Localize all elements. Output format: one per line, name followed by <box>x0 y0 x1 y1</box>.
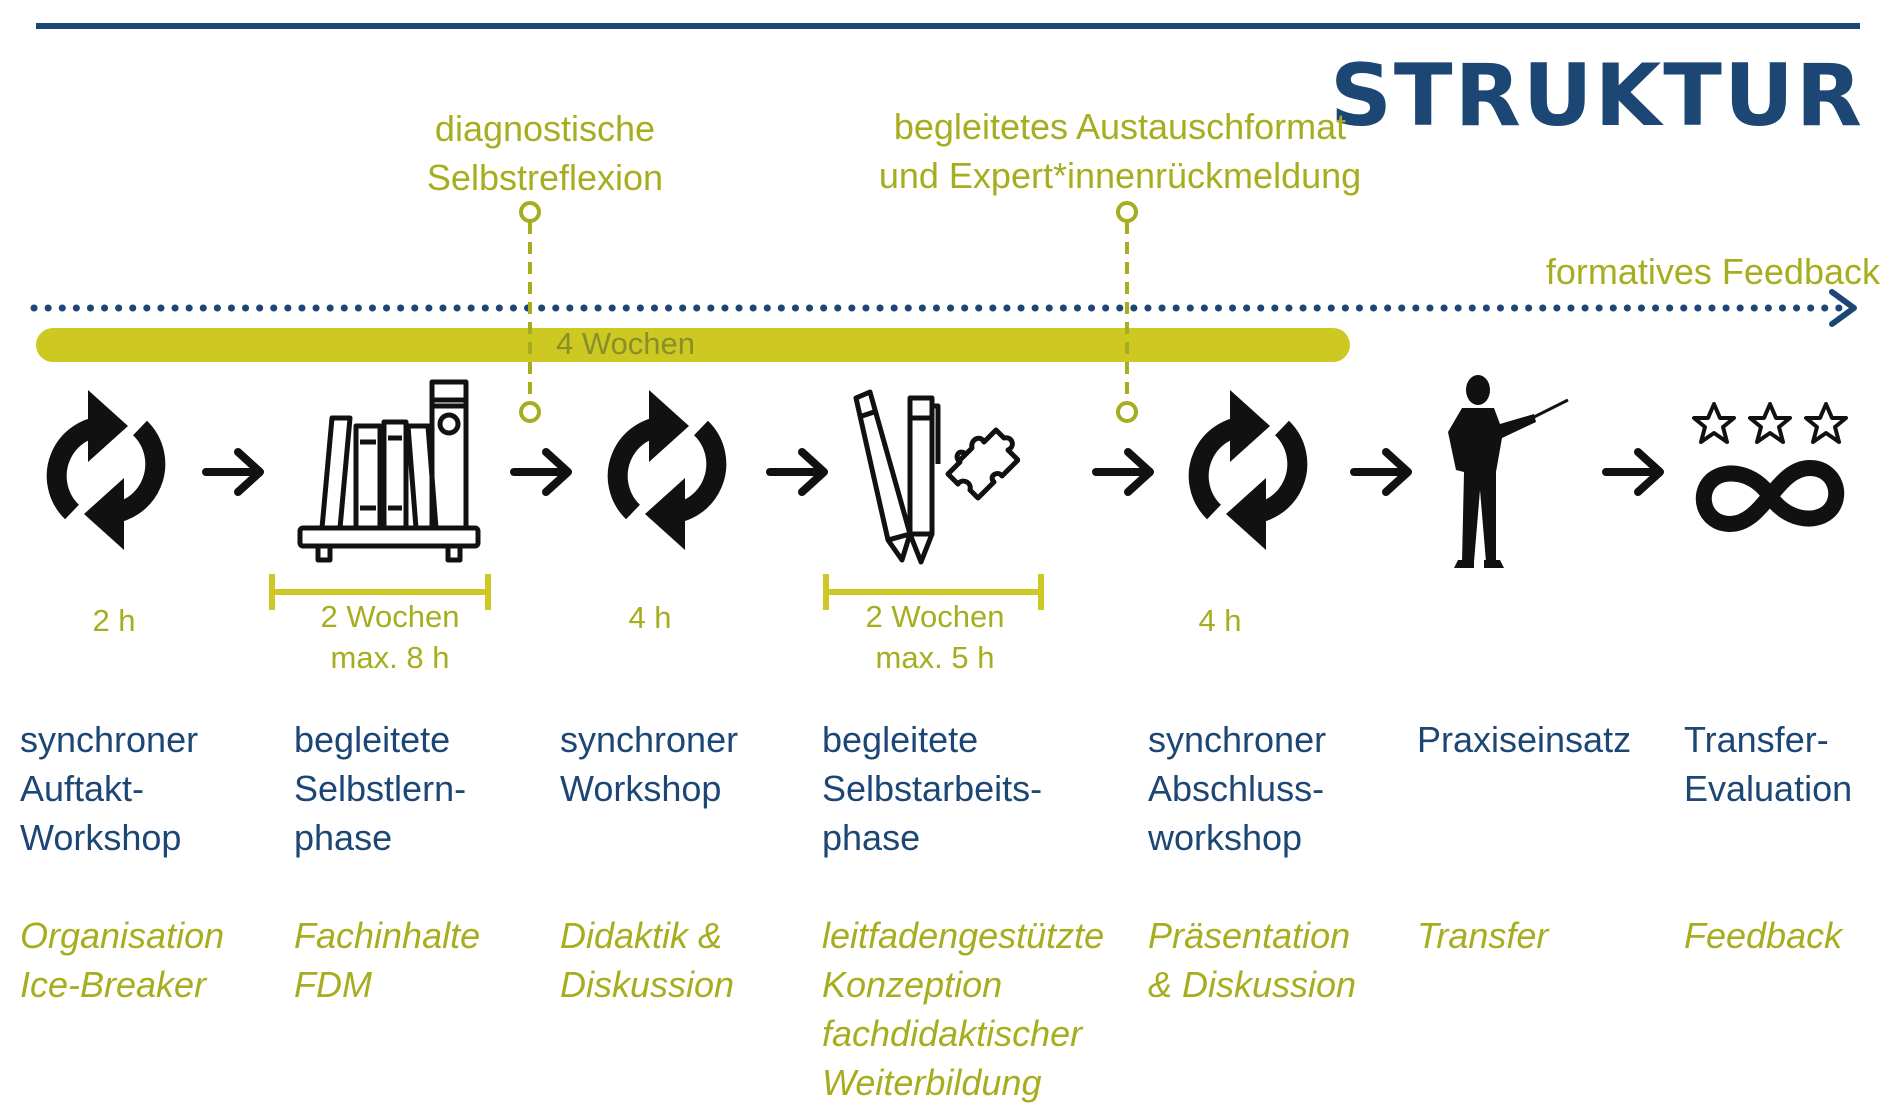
phase-topic-line: FDM <box>294 964 372 1005</box>
phase-topic-line: leitfadengestützte <box>822 915 1105 956</box>
phase-topic-line: Präsentation <box>1148 915 1351 956</box>
duration-1: 2 h <box>92 603 136 638</box>
arrow-right-icon <box>1350 448 1412 496</box>
phase-topic-line: Didaktik & <box>560 915 723 956</box>
phase-title-line: workshop <box>1148 817 1303 858</box>
duration-3: 4 h <box>628 600 672 635</box>
phase-column-3: synchroner Workshop Didaktik & Diskussio… <box>560 715 810 1009</box>
phase-topic-line: Feedback <box>1684 915 1843 956</box>
cycle-icon <box>1188 390 1308 550</box>
presenter-icon <box>1448 375 1569 568</box>
stars-infinity-icon <box>1692 402 1848 533</box>
phase-title-line: synchroner <box>20 719 199 760</box>
phase-column-7: Transfer- Evaluation Feedback <box>1684 715 1884 960</box>
phase-column-2: begleitete Selbstlern- phase Fachinhalte… <box>294 715 544 1009</box>
annotation-line: begleitetes Austauschformat <box>893 106 1347 147</box>
phase-topic-line: Diskussion <box>560 964 735 1005</box>
phase-topic-line: & Diskussion <box>1148 964 1357 1005</box>
phase-topic-line: Transfer <box>1417 915 1549 956</box>
bookshelf-icon <box>297 379 481 563</box>
feedback-line-label: formatives Feedback <box>1545 251 1880 292</box>
phase-topic-line: fachdidaktischer <box>822 1013 1083 1054</box>
flow-arrows <box>202 448 1664 496</box>
phase-topic-line: Weiterbildung <box>822 1062 1042 1103</box>
phase-title-line: Transfer- <box>1684 719 1829 760</box>
phase-title-line: Workshop <box>560 768 722 809</box>
phase-title-line: Praxiseinsatz <box>1417 719 1632 760</box>
bracket-selbstarbeit <box>823 574 1044 610</box>
annotation-line: diagnostische <box>434 108 656 149</box>
annotation-exchange: begleitetes Austauschformat und Expert*i… <box>860 102 1380 200</box>
phase-title-line: Selbstlern- <box>294 768 467 809</box>
duration-2: 2 Wochen max. 8 h <box>290 596 490 678</box>
arrow-right-icon <box>202 448 264 496</box>
phase-title-line: Abschluss- <box>1148 768 1325 809</box>
duration-4: 2 Wochen max. 5 h <box>835 596 1035 678</box>
annotation-line: und Expert*innenrückmeldung <box>878 155 1362 196</box>
cycle-icon <box>46 390 166 550</box>
marker-diagnostic <box>519 201 541 423</box>
duration-5: 4 h <box>1198 603 1242 638</box>
annotation-line: Selbstreflexion <box>426 157 664 198</box>
feedback-arrow-head <box>1829 289 1857 327</box>
marker-exchange <box>1116 201 1138 423</box>
cycle-icon <box>607 390 727 550</box>
four-weeks-bar <box>36 328 1350 362</box>
arrow-right-icon <box>510 448 572 496</box>
bracket-selbstlern <box>269 574 491 610</box>
annotation-diagnostic: diagnostische Selbstreflexion <box>380 104 710 202</box>
phase-title-line: Selbstarbeits- <box>822 768 1043 809</box>
phase-topic-line: Fachinhalte <box>294 915 481 956</box>
arrow-right-icon <box>766 448 828 496</box>
phase-column-5: synchroner Abschluss- workshop Präsentat… <box>1148 715 1408 1009</box>
phase-title-line: Workshop <box>20 817 182 858</box>
phase-column-6: Praxiseinsatz Transfer <box>1417 715 1657 960</box>
duration-line: max. 5 h <box>875 640 995 675</box>
arrow-right-icon <box>1092 448 1154 496</box>
phase-column-1: synchroner Auftakt- Workshop Organisatio… <box>20 715 280 1009</box>
page-title: STRUKTUR <box>1329 46 1864 146</box>
pens-puzzle-icon <box>853 389 1020 565</box>
phase-title-line: synchroner <box>560 719 739 760</box>
phase-title-line: Evaluation <box>1684 768 1853 809</box>
phase-title-line: synchroner <box>1148 719 1327 760</box>
duration-line: 2 Wochen <box>320 599 460 634</box>
phase-topic-line: Ice-Breaker <box>20 964 207 1005</box>
phase-topic-line: Organisation <box>20 915 225 956</box>
phase-topic-line: Konzeption <box>822 964 1003 1005</box>
phase-title-line: Auftakt- <box>20 768 145 809</box>
duration-line: 2 Wochen <box>865 599 1005 634</box>
four-weeks-label: 4 Wochen <box>556 326 696 361</box>
phase-title-line: phase <box>294 817 393 858</box>
duration-line: max. 8 h <box>330 640 450 675</box>
phase-title-line: phase <box>822 817 921 858</box>
phase-title-line: begleitete <box>822 719 979 760</box>
phase-column-4: begleitete Selbstarbeits- phase leitfade… <box>822 715 1132 1107</box>
top-rule <box>36 23 1860 29</box>
phase-title-line: begleitete <box>294 719 451 760</box>
arrow-right-icon <box>1602 448 1664 496</box>
